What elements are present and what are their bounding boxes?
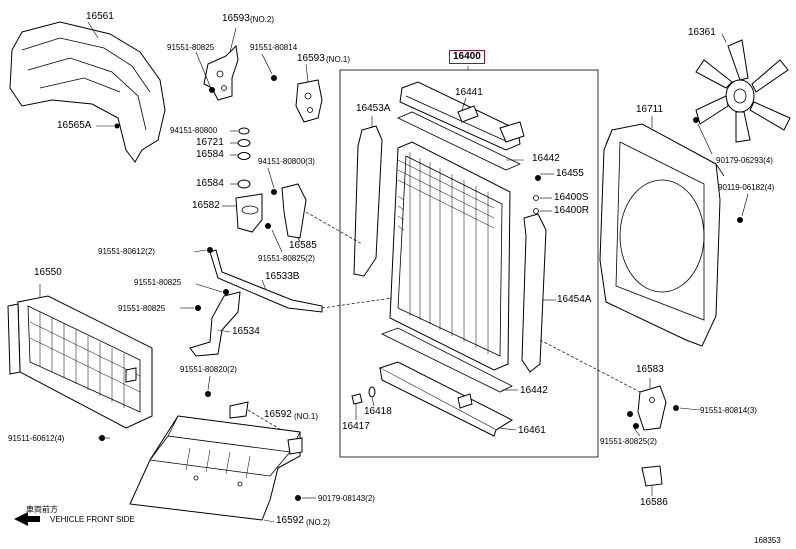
side-support-16453A [353,125,383,277]
part-label-16400S[interactable]: 16400S [554,192,589,203]
part-label-91551-80825-2b[interactable]: 91551-80825(2) [600,437,657,446]
bracket-16593-no2 [203,44,239,101]
part-label-16534[interactable]: 16534 [232,326,260,337]
part-label-91551-80825-a[interactable]: 91551-80825 [167,43,215,52]
lower-tank-16461 [378,361,514,437]
assembly-code-label: 16400 [449,50,485,64]
part-label-16593-no2[interactable]: 16593 [222,13,250,24]
part-label-16565A[interactable]: 16565A [57,120,92,131]
part-label-16533B[interactable]: 16533B [265,271,300,282]
part-label-16711[interactable]: 16711 [636,104,664,115]
part-label-16455[interactable]: 16455 [556,168,584,179]
part-label-94151-80800-3[interactable]: 94151-80800(3) [258,157,315,166]
part-label-91551-80612-2[interactable]: 91551-80612(2) [98,247,155,256]
part-label-91511-60612-4[interactable]: 91511-60612(4) [8,434,65,443]
bracket-16593-no1 [295,79,323,123]
gasket-16442-lower [380,327,513,393]
arrow-left-icon [14,512,40,526]
bracket-16586 [641,465,663,487]
bracket-16534 [189,291,241,357]
air-duct-16561 [9,21,166,163]
part-label-16721[interactable]: 16721 [196,137,224,148]
radiator-16550 [7,295,153,429]
part-label-91551-80814-3[interactable]: 91551-80814(3) [700,406,757,415]
part-label-16592-no2[interactable]: 16592 [276,515,304,526]
part-label-16550[interactable]: 16550 [34,267,62,278]
part-label-16583[interactable]: 16583 [636,364,664,375]
part-label-90179-08143-2[interactable]: 90179-08143(2) [318,494,375,503]
part-label-16453A[interactable]: 16453A [356,103,391,114]
bracket-16582 [235,193,263,233]
part-label-16592-no1-suffix: (NO.1) [294,412,318,421]
part-label-16582[interactable]: 16582 [192,200,220,211]
part-label-16454A[interactable]: 16454A [557,294,592,305]
side-support-16454A [521,213,547,373]
part-label-91551-80825-b[interactable]: 91551-80825 [134,278,182,287]
part-label-16592-no1[interactable]: 16592 [264,409,292,420]
part-label-91551-80825-2a[interactable]: 91551-80825(2) [258,254,315,263]
part-label-91551-80820-2[interactable]: 91551-80820(2) [180,365,237,374]
part-label-90179-06293-4[interactable]: 90179-06293(4) [716,156,773,165]
upper-tank-16441 [399,81,525,151]
gasket-16442-top [397,111,521,171]
part-label-16441[interactable]: 16441 [455,87,483,98]
cushion-stack [237,127,251,189]
illustration-code: 168353 [754,536,781,545]
part-label-16593-no2-suffix: (NO.2) [250,15,274,24]
part-label-16592-no2-suffix: (NO.2) [306,518,330,527]
support-rod-16533B [209,249,323,313]
part-label-16586[interactable]: 16586 [640,497,668,508]
part-label-94151-80800[interactable]: 94151-80800 [170,126,218,135]
part-label-16400R[interactable]: 16400R [554,205,590,216]
bracket-16585 [281,183,307,239]
radiator-assembly-boundary [339,69,599,458]
direction-label-en: VEHICLE FRONT SIDE [50,515,135,524]
part-label-16561[interactable]: 16561 [86,11,114,22]
radiator-core [389,141,511,371]
part-label-16417[interactable]: 16417 [342,421,370,432]
part-label-16361[interactable]: 16361 [688,27,716,38]
part-label-16418[interactable]: 16418 [364,406,392,417]
fan-shroud-16711 [599,123,725,347]
part-label-91551-80814[interactable]: 91551-80814 [250,43,298,52]
bracket-16583 [637,385,667,431]
part-label-16593-no1-suffix: (NO.1) [326,55,350,64]
part-label-90119-06182-4[interactable]: 90119-06182(4) [718,183,775,192]
part-label-16584-a[interactable]: 16584 [196,149,224,160]
cooling-fan-16361 [695,39,791,143]
part-label-16585[interactable]: 16585 [289,240,317,251]
part-label-16593-no1[interactable]: 16593 [297,53,325,64]
part-label-16461[interactable]: 16461 [518,425,546,436]
direction-label-native: 車両前方 [26,505,58,514]
part-label-91551-80825-c[interactable]: 91551-80825 [118,304,166,313]
undercover-16592 [129,415,301,521]
part-label-16442-top[interactable]: 16442 [532,153,560,164]
part-label-16442-lower[interactable]: 16442 [520,385,548,396]
part-label-16584-b[interactable]: 16584 [196,178,224,189]
